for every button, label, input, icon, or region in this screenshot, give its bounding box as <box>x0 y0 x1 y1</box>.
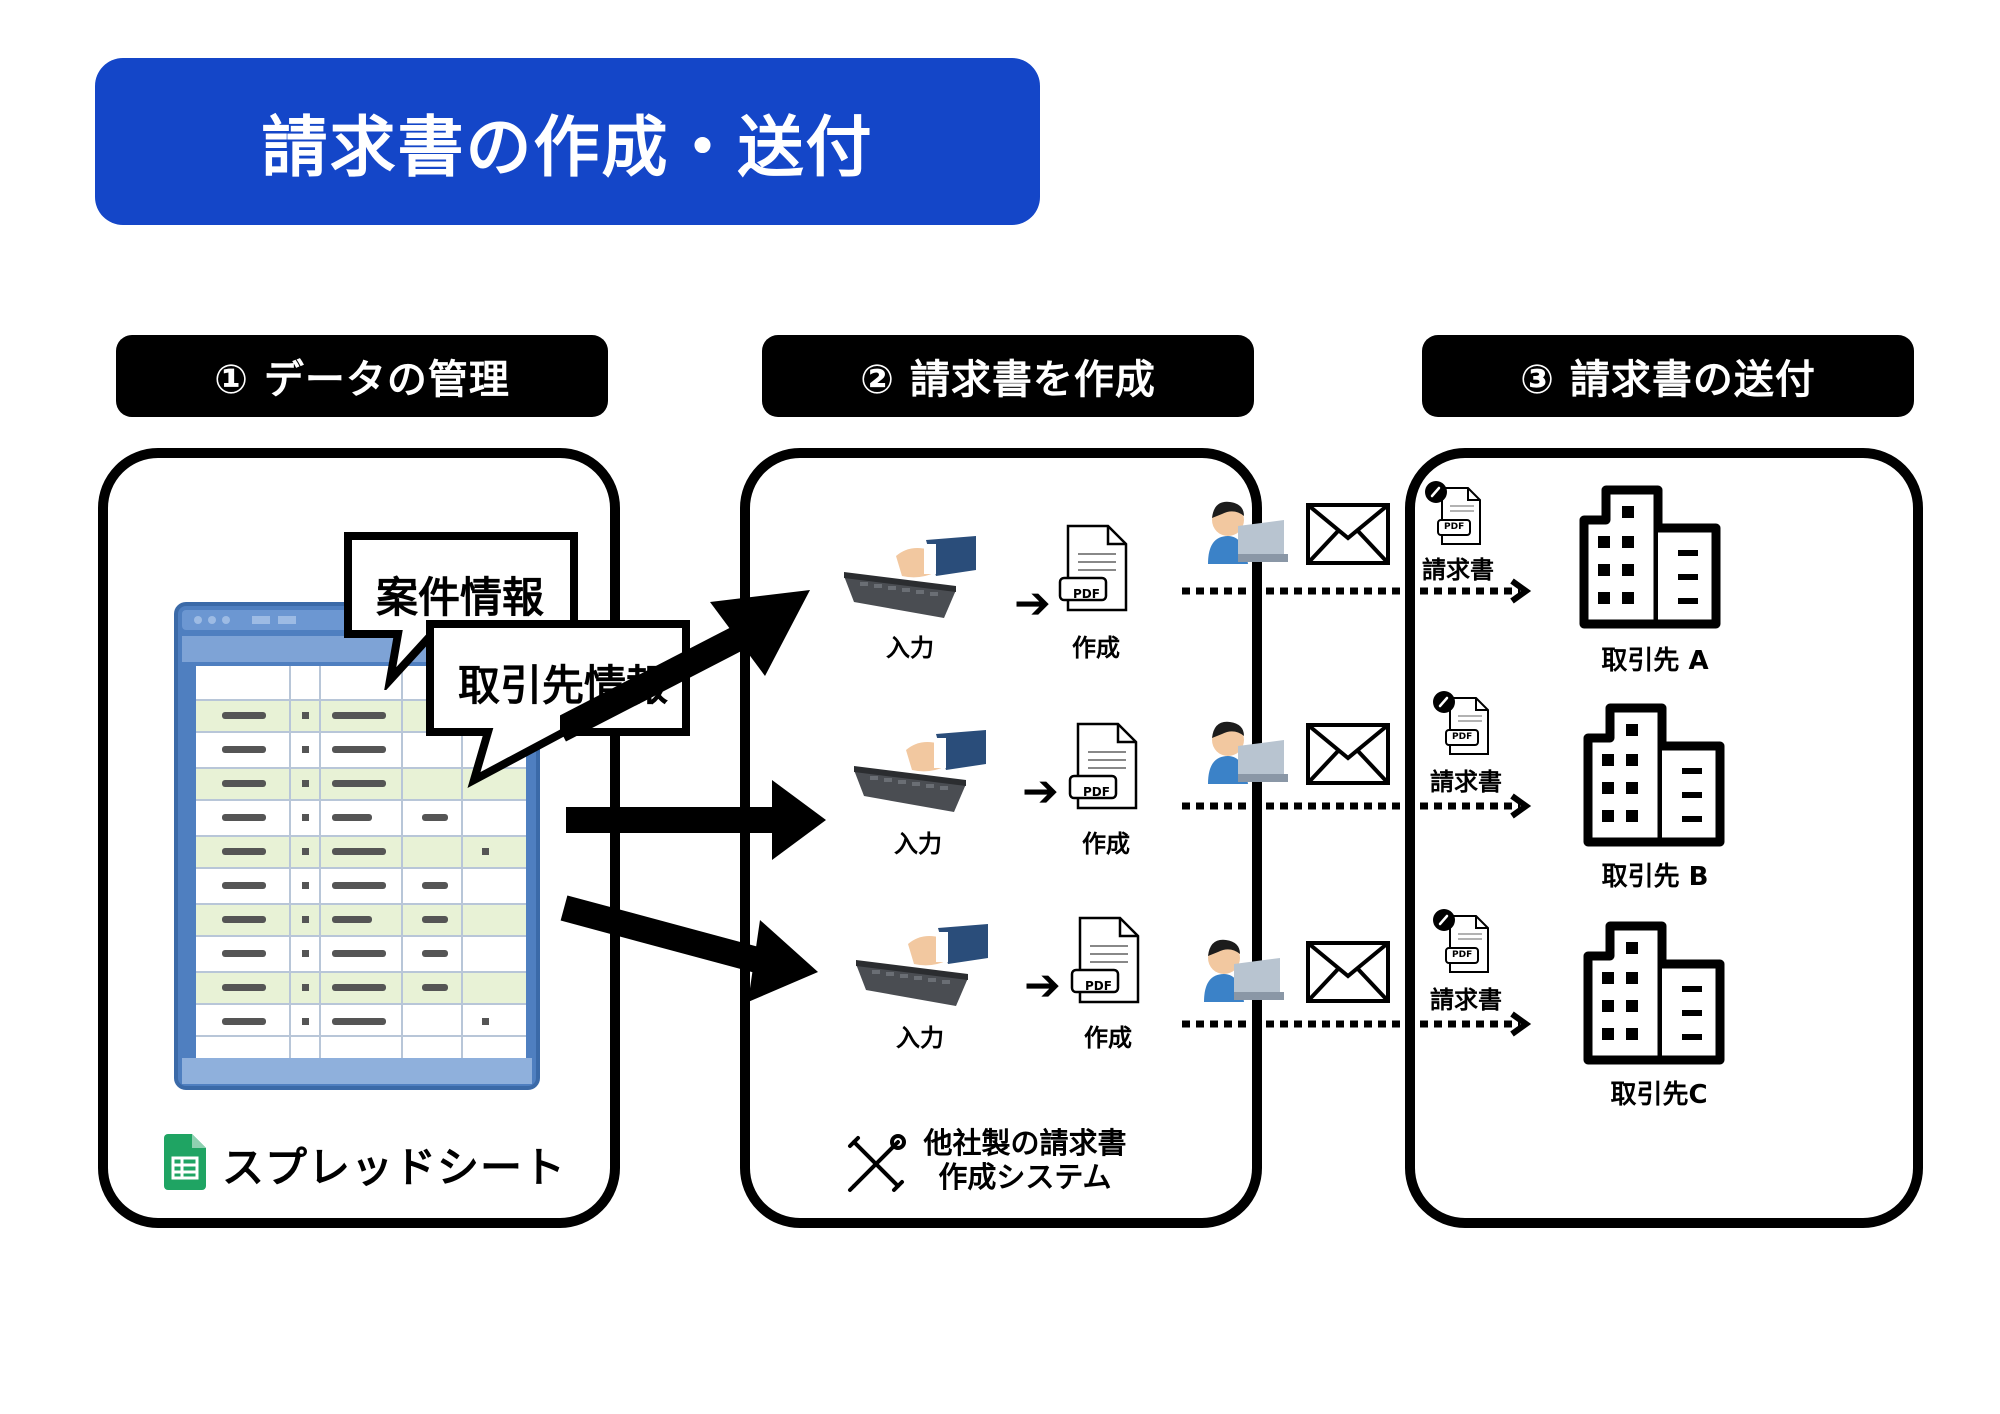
step-header-2-label: ② 請求書を作成 <box>860 357 1156 403</box>
pdf-badge: PDF <box>1073 587 1100 601</box>
step-header-1-label: ① データの管理 <box>214 357 510 403</box>
pdf-badge: PDF <box>1085 979 1112 993</box>
create-label: 作成 <box>1082 830 1130 858</box>
envelope-icon <box>1306 723 1390 785</box>
pdf-badge: PDF <box>1452 950 1473 960</box>
speech-bubble-client-info <box>426 620 690 788</box>
arrow-right-icon: ➔ <box>1014 578 1051 629</box>
google-sheets-icon <box>164 1134 206 1190</box>
client-label: 取引先C <box>1610 1080 1708 1110</box>
input-label: 入力 <box>894 830 942 858</box>
page-title-banner: 請求書の作成・送付 <box>95 58 1040 225</box>
building-icon <box>1583 703 1725 847</box>
speech-bubble-project-info <box>344 532 578 690</box>
system-label-line2: 作成システム <box>938 1160 1112 1194</box>
client-label: 取引先 A <box>1601 646 1709 676</box>
keyboard-typing-icon <box>844 536 976 618</box>
pdf-document-icon <box>1058 524 1128 612</box>
arrow-right-icon: ➔ <box>1024 960 1061 1011</box>
dotted-arrow <box>1182 578 1532 604</box>
person-with-laptop-icon <box>1208 501 1288 564</box>
keyboard-typing-icon <box>856 924 988 1006</box>
flow-arrows-to-creation <box>560 590 826 1002</box>
step-header-3-label: ③ 請求書の送付 <box>1520 357 1816 403</box>
invoice-label: 請求書 <box>1430 986 1502 1014</box>
step-header-2: ② 請求書を作成 <box>762 335 1254 417</box>
panel-invoice-creation <box>740 448 1262 1228</box>
step-header-1: ① データの管理 <box>116 335 608 417</box>
system-label: 他社製の請求書 作成システム <box>910 1126 1140 1194</box>
envelope-icon <box>1306 941 1390 1003</box>
building-icon <box>1579 485 1721 629</box>
pdf-badge: PDF <box>1444 522 1465 532</box>
building-icon <box>1583 921 1725 1065</box>
system-label-line1: 他社製の請求書 <box>923 1126 1127 1160</box>
keyboard-typing-icon <box>854 730 986 812</box>
bubble-project-info-text: 案件情報 <box>376 573 545 622</box>
page-title: 請求書の作成・送付 <box>261 108 874 186</box>
step-header-3: ③ 請求書の送付 <box>1422 335 1914 417</box>
tools-icon <box>848 1134 906 1192</box>
dotted-arrow <box>1182 793 1532 819</box>
arrow-right-icon: ➔ <box>1022 766 1059 817</box>
pdf-document-icon <box>1068 722 1138 810</box>
input-label: 入力 <box>886 634 934 662</box>
invoice-label: 請求書 <box>1430 768 1502 796</box>
pdf-attachment-icon <box>1425 481 1481 545</box>
pdf-document-icon <box>1070 916 1140 1004</box>
create-label: 作成 <box>1084 1024 1132 1052</box>
input-label: 入力 <box>896 1024 944 1052</box>
dotted-arrow <box>1182 1011 1532 1037</box>
client-label: 取引先 B <box>1601 862 1709 892</box>
spreadsheet-label: スプレッドシート <box>222 1143 567 1192</box>
pdf-badge: PDF <box>1083 785 1110 799</box>
envelope-icon <box>1306 503 1390 565</box>
pdf-badge: PDF <box>1452 732 1473 742</box>
person-with-laptop-icon <box>1208 721 1288 784</box>
person-with-laptop-icon <box>1204 939 1284 1002</box>
pdf-attachment-icon <box>1433 909 1489 973</box>
create-label: 作成 <box>1072 634 1120 662</box>
invoice-label: 請求書 <box>1422 556 1494 584</box>
pdf-attachment-icon <box>1433 691 1489 755</box>
